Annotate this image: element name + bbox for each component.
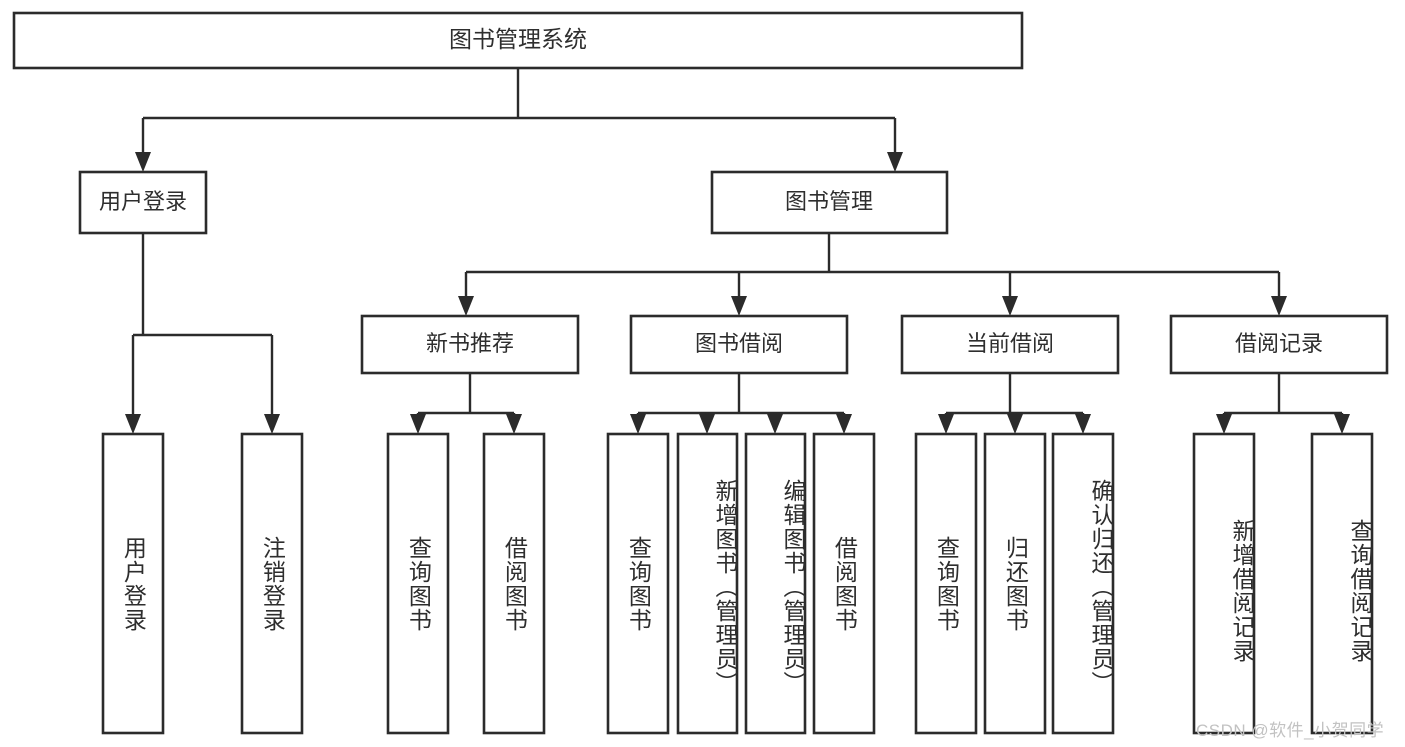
node-new-book-rec[interactable]: 新书推荐 [360, 314, 580, 375]
node-current-borrow[interactable]: 当前借阅 [900, 314, 1120, 375]
connector-userlogin-to-leaves [125, 233, 280, 434]
node-leaf-query-book-3[interactable] [914, 432, 978, 735]
csdn-watermark: CSDN @软件_小贺同学 [1196, 721, 1385, 740]
node-leaf-query-book-1[interactable] [386, 432, 450, 735]
node-book-manage[interactable]: 图书管理 [710, 170, 949, 235]
connector-bookmanage-to-level3 [458, 233, 1287, 316]
connector-bookborrow-to-leaves [630, 373, 852, 434]
node-leaf-logout[interactable] [240, 432, 304, 735]
node-current-borrow-label: 当前借阅 [966, 331, 1054, 356]
node-leaf-query-record[interactable] [1310, 432, 1374, 735]
node-borrow-record[interactable]: 借阅记录 [1169, 314, 1389, 375]
node-leaf-return-book[interactable] [983, 432, 1047, 735]
node-root-label: 图书管理系统 [449, 26, 587, 52]
node-book-manage-label: 图书管理 [785, 189, 873, 214]
node-leaf-edit-book[interactable] [744, 432, 807, 735]
node-leaf-add-record[interactable] [1192, 432, 1256, 735]
node-book-borrow-label: 图书借阅 [695, 331, 783, 356]
connector-currentborrow-to-leaves [938, 373, 1091, 434]
node-user-login-label: 用户登录 [99, 189, 187, 214]
node-leaf-user-login[interactable] [101, 432, 165, 735]
node-leaf-borrow-book-2[interactable] [812, 432, 876, 735]
node-user-login[interactable]: 用户登录 [78, 170, 208, 235]
connector-newbook-to-leaves [410, 373, 522, 434]
node-leaf-confirm-return[interactable] [1051, 432, 1115, 735]
node-new-book-rec-label: 新书推荐 [426, 331, 514, 356]
node-root[interactable]: 图书管理系统 [12, 11, 1024, 70]
connector-root-to-level2 [135, 68, 903, 172]
connector-borrowrecord-to-leaves [1216, 373, 1350, 434]
node-book-borrow[interactable]: 图书借阅 [629, 314, 849, 375]
node-borrow-record-label: 借阅记录 [1235, 331, 1323, 356]
node-leaf-query-book-2[interactable] [606, 432, 670, 735]
node-leaf-borrow-book-1[interactable] [482, 432, 546, 735]
node-leaf-add-book[interactable] [676, 432, 739, 735]
